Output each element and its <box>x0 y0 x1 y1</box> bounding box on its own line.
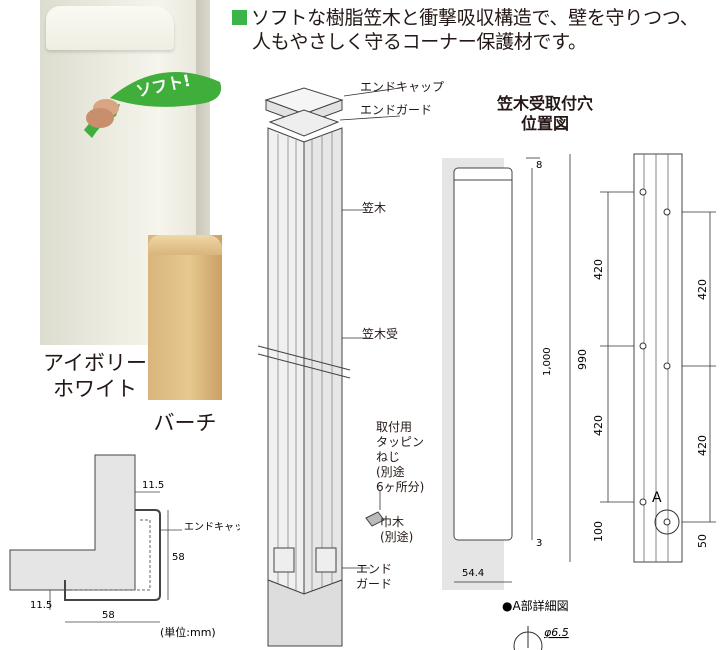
dim-bottom-text: 58 <box>102 610 115 621</box>
section-endcap-text: エンドキャップ <box>184 521 240 533</box>
dim-side-text: 58 <box>172 552 185 563</box>
label-end-guard-bottom: エンド ガード <box>356 562 392 592</box>
label-screw-l5: 6ヶ所分) <box>376 480 425 494</box>
dim-bottom-gap-text: 3 <box>536 538 542 549</box>
end-cap-photo <box>46 6 174 50</box>
dim-total-text: 990 <box>576 349 589 370</box>
ivory-label-line1: アイボリー <box>43 351 147 375</box>
dim-width-text: 54.4 <box>462 568 484 579</box>
birch-product-photo <box>148 235 222 400</box>
kasagi-uke-rail <box>633 153 683 563</box>
corner-guard-diagram <box>257 87 401 647</box>
hole-diagram-title: 笠木受取付穴 位置図 <box>480 94 610 134</box>
dim-top-gap-text: 8 <box>536 160 542 171</box>
label-end-guard-b2: ガード <box>356 577 393 591</box>
break-line-1 <box>257 345 351 371</box>
left-dim-1: 420 <box>592 259 605 280</box>
right-dim-3: 50 <box>696 534 709 548</box>
end-cap-section <box>64 509 161 601</box>
hole-dim-lines <box>454 154 716 583</box>
screw-icon <box>365 511 385 527</box>
headline-line2: 人もやさしく守るコーナー保護材です。 <box>252 31 587 53</box>
detail-a-circle <box>654 509 680 535</box>
label-end-guard-b1: エンド <box>356 562 393 576</box>
marker-a-text: A <box>652 490 662 506</box>
end-guard-bottom-left <box>273 547 295 573</box>
label-screw-l2: タッピン <box>376 435 425 449</box>
birch-label: バーチ <box>153 411 217 435</box>
section-drawing: 11.5 エンドキャップ 58 58 11.5 (単位:mm) <box>9 454 240 639</box>
hole-position-diagram: 8 3 1,000 990 54.4 420 420 100 420 420 5… <box>442 153 716 650</box>
dim-height-text: 1,000 <box>542 347 553 376</box>
label-kasagi-uke: 笠木受 <box>362 327 399 341</box>
ivory-label-line2: ホワイト <box>53 377 137 401</box>
dim-left-text: 11.5 <box>30 600 52 611</box>
label-screw-l3: ねじ <box>376 450 401 464</box>
right-dim-2: 420 <box>696 435 709 456</box>
hand-icon <box>86 108 114 128</box>
leader-lines <box>339 87 401 569</box>
unit-text: (単位:mm) <box>160 625 216 639</box>
ivory-white-label: アイボリー ホワイト <box>40 350 150 402</box>
end-guard-top-shape <box>268 109 340 137</box>
birch-end-cap <box>148 235 222 255</box>
headline-line1: ソフトな樹脂笠木と衝撃吸収構造で、壁を守りつつ、 <box>251 7 699 29</box>
label-screw-l4: (別途 <box>376 465 405 479</box>
dim-top-text: 11.5 <box>142 480 164 491</box>
wall-corner <box>267 579 343 647</box>
soft-bubble-graphic: ソフト! <box>84 71 222 138</box>
label-habaki-l2: (別途) <box>380 530 414 544</box>
inner-dash <box>70 519 151 591</box>
kasagi-tube <box>453 167 513 541</box>
body-right-face <box>303 127 343 595</box>
break-line-2 <box>257 353 351 379</box>
left-dim-2: 420 <box>592 415 605 436</box>
headline: ソフトな樹脂笠木と衝撃吸収構造で、壁を守りつつ、 人もやさしく守るコーナー保護材… <box>232 6 699 54</box>
label-habaki: 巾木 (別途) <box>380 515 413 545</box>
end-guard-bottom-right <box>315 547 337 573</box>
label-screw: 取付用 タッピン ねじ (別途 6ヶ所分) <box>376 420 424 495</box>
label-end-guard-top: エンドガード <box>360 103 433 117</box>
section-dim-lines <box>49 491 182 623</box>
hole-markers <box>639 188 671 526</box>
green-square-icon <box>232 10 247 25</box>
label-kasagi: 笠木 <box>362 201 387 215</box>
hole-dia-text: φ6.5 <box>544 626 569 639</box>
right-dim-1: 420 <box>696 279 709 300</box>
label-habaki-l1: 巾木 <box>380 515 405 529</box>
detail-title-text: ●A部詳細図 <box>502 598 569 613</box>
bubble-shape <box>110 72 222 107</box>
hole-title-line2: 位置図 <box>520 114 569 133</box>
label-end-cap: エンドキャップ <box>360 80 445 94</box>
label-screw-l1: 取付用 <box>376 420 413 434</box>
rail-ribs <box>643 154 669 562</box>
left-dim-3: 100 <box>592 521 605 542</box>
wall-section <box>9 454 136 591</box>
hole-title-line1: 笠木受取付穴 <box>496 94 593 113</box>
